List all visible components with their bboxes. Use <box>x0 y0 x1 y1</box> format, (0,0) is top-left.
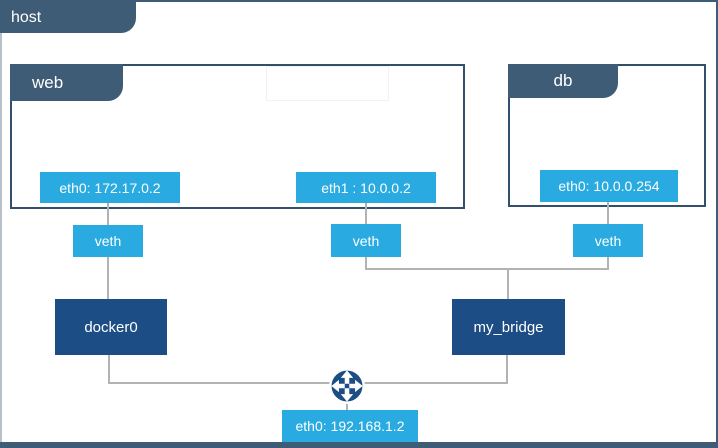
link-veth1-to-docker0 <box>107 257 109 299</box>
link-bus2-to-mybridge <box>507 270 509 299</box>
veth-node-3: veth <box>573 224 643 257</box>
web-eth0-node: eth0: 172.17.0.2 <box>40 172 180 203</box>
docker0-bridge-node: docker0 <box>55 299 167 355</box>
host-tab: host <box>0 2 136 33</box>
veth-node-1: veth <box>73 225 143 257</box>
my-bridge-label: my_bridge <box>473 318 544 336</box>
host-eth0-label: eth0: 192.168.1.2 <box>295 418 405 434</box>
link-web-eth0-to-veth1 <box>107 203 109 225</box>
db-eth0-label: eth0: 10.0.0.254 <box>558 178 660 194</box>
host-left-edge <box>0 2 2 442</box>
link-veth-bus2 <box>365 268 608 270</box>
veth-node-2: veth <box>331 224 401 257</box>
container-web-tab: web <box>10 64 123 101</box>
link-bottom-bus <box>108 382 508 384</box>
link-web-eth1-to-veth2 <box>365 203 367 224</box>
host-label: host <box>11 8 42 26</box>
web-eth0-label: eth0: 172.17.0.2 <box>59 179 161 196</box>
link-mybridge-to-bus <box>506 355 508 382</box>
link-veth3-to-bus2 <box>607 257 609 270</box>
router-icon <box>328 367 366 405</box>
web-eth1-node: eth1 : 10.0.0.2 <box>296 172 436 203</box>
container-db-label: db <box>553 71 573 90</box>
host-eth0-node: eth0: 192.168.1.2 <box>282 410 418 442</box>
my-bridge-node: my_bridge <box>452 299 565 355</box>
veth-label-2: veth <box>352 232 380 249</box>
veth-label-1: veth <box>94 233 122 249</box>
container-db-tab: db <box>508 64 618 98</box>
veth-label-3: veth <box>594 232 622 249</box>
container-web-label: web <box>32 72 64 92</box>
web-eth1-label: eth1 : 10.0.0.2 <box>321 179 411 196</box>
link-docker0-to-bus <box>108 355 110 384</box>
link-veth2-to-bus2 <box>365 257 367 270</box>
docker0-label: docker0 <box>84 318 138 336</box>
blank-artifact-box <box>266 66 389 101</box>
link-db-eth0-to-veth3 <box>607 202 609 224</box>
db-eth0-node: eth0: 10.0.0.254 <box>540 170 678 202</box>
